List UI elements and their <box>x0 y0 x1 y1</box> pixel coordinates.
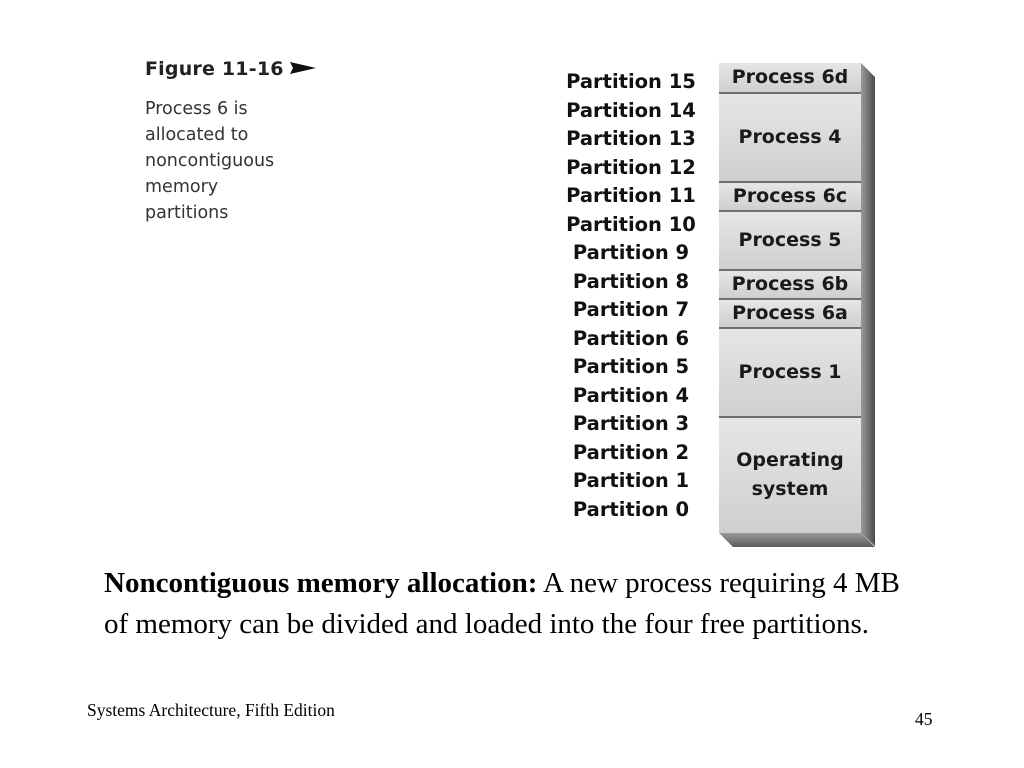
figure-label-row: Figure 11-16 <box>145 58 345 80</box>
partition-label: Partition 13 <box>566 127 696 150</box>
partition-label: Partition 9 <box>572 241 690 264</box>
memory-segment: Process 6a <box>719 298 861 328</box>
slide-bold-heading: Noncontiguous memory allocation: <box>104 567 538 599</box>
partition-label: Partition 12 <box>566 155 696 179</box>
partition-label: Partition 8 <box>572 269 690 293</box>
partition-label-column: Partition 15 Partition 14 Partition 13 Part… <box>566 68 696 524</box>
memory-block-side-shade <box>861 63 875 546</box>
partition-label: Partition 11 <box>566 184 696 207</box>
memory-segment: Process 1 <box>719 327 861 416</box>
partition-label: Partition 10 <box>566 212 696 236</box>
partition-label: Partition 14 <box>566 98 696 122</box>
partition-label: Partition 7 <box>572 298 690 321</box>
footer-book-title: Systems Architecture, Fifth Edition <box>87 700 335 720</box>
figure-description: Process 6 is allocated to noncontiguous … <box>145 99 275 223</box>
slide-page-number: 45 <box>915 709 933 729</box>
memory-block-bottom-shade <box>719 533 875 547</box>
partition-label: Partition 15 <box>566 70 696 93</box>
figure-caption: Figure 11-16 Process 6 is allocated to n… <box>145 58 345 226</box>
partition-label: Partition 0 <box>572 497 690 521</box>
slide-body-text: Noncontiguous memory allocation: A new p… <box>104 563 924 645</box>
partition-label: Partition 2 <box>572 440 690 464</box>
partition-label: Partition 5 <box>572 355 690 378</box>
memory-segment: Process 6b <box>719 268 861 298</box>
memory-segment: Process 6d <box>719 63 861 93</box>
memory-segment: Process 6c <box>719 180 861 210</box>
partition-label: Partition 1 <box>572 469 690 492</box>
slide-body-sentence: A new process requiring 4 MB of memory c… <box>104 567 900 640</box>
partition-label: Partition 3 <box>572 412 690 435</box>
memory-segment: Operating system <box>719 415 861 533</box>
figure-label: Figure 11-16 <box>145 58 284 80</box>
partition-label: Partition 4 <box>572 383 690 407</box>
arrow-right-icon <box>289 58 316 80</box>
memory-segment: Process 5 <box>719 209 861 269</box>
memory-segment: Process 4 <box>719 92 861 181</box>
partition-label: Partition 6 <box>572 326 690 350</box>
